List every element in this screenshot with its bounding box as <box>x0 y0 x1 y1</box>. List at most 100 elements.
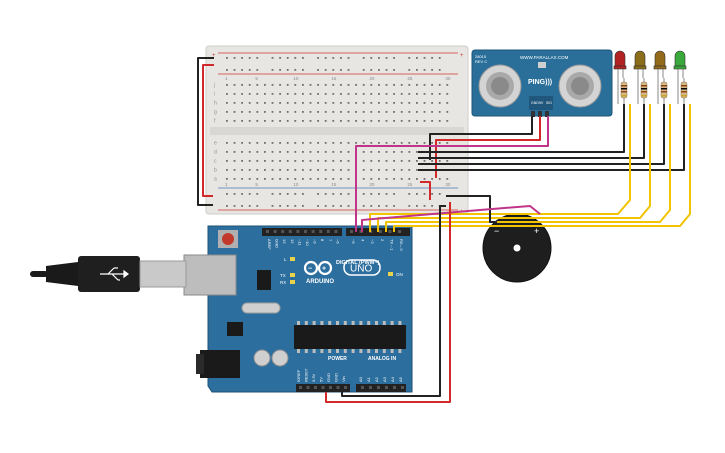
breadboard-col-label: 15 <box>331 182 337 187</box>
breadboard-col-label: 10 <box>293 182 299 187</box>
digital-pin-label: ~11 <box>297 239 302 246</box>
breadboard-row-letter: f <box>214 119 216 125</box>
analog-pin-label: A1 <box>366 376 371 382</box>
breadboard-col-label: 20 <box>369 76 375 81</box>
analog-pin-label: A3 <box>382 376 387 382</box>
sensor-pin-5v: 5V <box>539 101 544 105</box>
breadboard-col-label: 10 <box>293 76 299 81</box>
breadboard-col-label: 1 <box>225 76 228 81</box>
led <box>673 50 687 78</box>
wire-led1-gnd <box>418 104 625 153</box>
l-label: L <box>284 257 287 262</box>
breadboard-row-letter: d <box>214 150 217 156</box>
header-digital-high <box>262 228 342 236</box>
breadboard-col-label: 5 <box>255 76 258 81</box>
usb-cable <box>30 256 187 292</box>
wire-buzzer-signal <box>361 205 541 232</box>
buzzer-minus-label: − <box>494 226 499 236</box>
arduino-brand: ARDUINO <box>306 279 334 285</box>
wires <box>197 57 691 403</box>
breadboard-row-letter: c <box>214 159 217 165</box>
breadboard-col-label: 25 <box>407 182 413 187</box>
wire-led4-gnd <box>418 104 685 171</box>
wire-arduino-5v <box>325 202 451 403</box>
power-pin-label: Vin <box>341 376 346 382</box>
sensor-brand: WWW.PARALLAX.COM <box>520 55 569 60</box>
svg-text:+: + <box>322 266 326 273</box>
breadboard-col-label: 25 <box>407 76 413 81</box>
capacitor <box>271 349 289 367</box>
usb-icon <box>100 267 129 281</box>
led <box>613 50 627 78</box>
sensor-name: PING))) <box>528 79 552 86</box>
wire-led2-gnd <box>418 104 645 159</box>
digital-pin-label: 13 <box>282 239 287 244</box>
digital-pin-label: 8 <box>320 239 325 242</box>
power-pin-label: 3.3V <box>311 373 316 382</box>
usb-port <box>183 254 237 296</box>
resistor <box>620 78 628 104</box>
usb-plug <box>139 260 187 288</box>
digital-pin-label: 12 <box>290 239 295 244</box>
led-group <box>613 50 688 104</box>
breadboard-row-letter: h <box>214 101 217 107</box>
analog-pin-label: A2 <box>374 376 379 382</box>
rail-plus-label: + <box>460 53 464 59</box>
analog-pin-label: A0 <box>358 376 363 382</box>
sensor-pin-gnd: GND <box>531 101 539 105</box>
power-pin-label: IOREF <box>296 369 301 382</box>
sensor-rev: 28015 <box>475 54 487 59</box>
led <box>653 50 667 78</box>
power-jack <box>200 350 240 378</box>
digital-pin-label: AREF <box>267 239 272 250</box>
crystal <box>241 302 281 314</box>
wire-rail-jumper <box>420 181 431 200</box>
sensor-pin-sig: SIG <box>546 101 552 105</box>
wire-arduino-gnd <box>341 205 446 397</box>
svg-text:−: − <box>308 266 312 273</box>
analog-pin-label: A5 <box>398 376 403 382</box>
svg-text:REV C: REV C <box>475 59 487 64</box>
atmega-chip <box>294 325 406 349</box>
resistor <box>660 78 668 104</box>
breadboard-col-label: 20 <box>369 182 375 187</box>
rail-plus-label: + <box>212 53 216 59</box>
digital-pin-label: GND <box>275 239 280 248</box>
breadboard-col-label: 30 <box>445 76 451 81</box>
power-pin-label: GND <box>334 373 339 382</box>
power-pin-label: 5V <box>319 377 324 382</box>
tx-label: TX <box>280 273 286 278</box>
sensor-crystal <box>538 62 546 68</box>
digital-pin-label: 4 <box>361 239 366 242</box>
digital-pin-label: ~6 <box>335 239 340 244</box>
breadboard-col-label: 15 <box>331 76 337 81</box>
digital-label: DIGITAL (PWM~) <box>336 260 380 266</box>
piezo-buzzer: − + <box>482 213 552 283</box>
breadboard-row-letter: i <box>214 92 215 98</box>
reset-button[interactable] <box>222 233 234 245</box>
digital-pin-label: ~3 <box>370 239 375 244</box>
led <box>633 50 647 78</box>
analog-pin-label: A4 <box>390 376 395 382</box>
wire-led3-signal <box>385 104 671 232</box>
wire-led4-signal <box>393 104 691 232</box>
breadboard-holes <box>226 57 449 207</box>
breadboard-row-letter: a <box>214 177 217 183</box>
wire-sensor-sig <box>355 116 549 232</box>
digital-pin-label: 7 <box>328 239 333 242</box>
analog-label: ANALOG IN <box>368 356 396 362</box>
breadboard-row-letter: e <box>214 141 217 147</box>
arduino-logo-icon: − + <box>303 260 333 276</box>
breadboard-col-label: 5 <box>255 182 258 187</box>
regulator <box>227 322 243 336</box>
power-pin-label: RESET <box>304 368 309 382</box>
digital-pin-label: 2 <box>380 239 385 242</box>
on-label: ON <box>396 272 403 277</box>
